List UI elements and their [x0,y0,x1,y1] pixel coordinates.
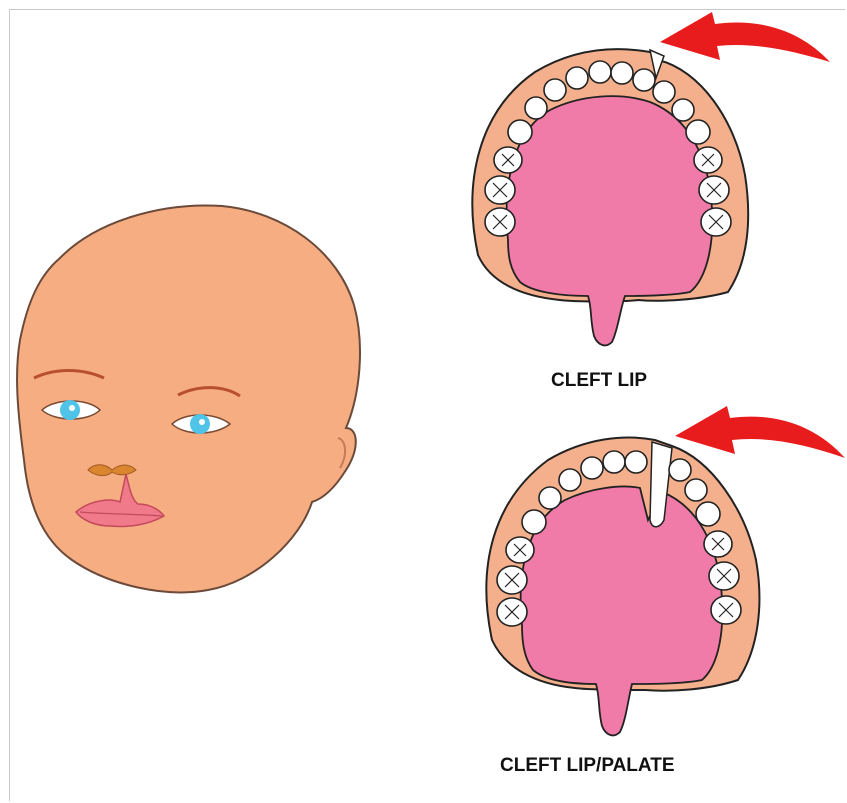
palate-diagram-cleft-lip [472,12,830,345]
palate [507,96,713,345]
red-arrow-icon [675,406,845,458]
baby-face [17,205,360,592]
palate [521,487,723,736]
red-arrow-icon [660,12,830,62]
head-outline [17,205,360,592]
cleft-lip-palate-label: CLEFT LIP/PALATE [500,755,675,777]
palate-diagram-cleft-lip-palate [486,406,845,735]
cleft-lip-label: CLEFT LIP [551,370,647,392]
